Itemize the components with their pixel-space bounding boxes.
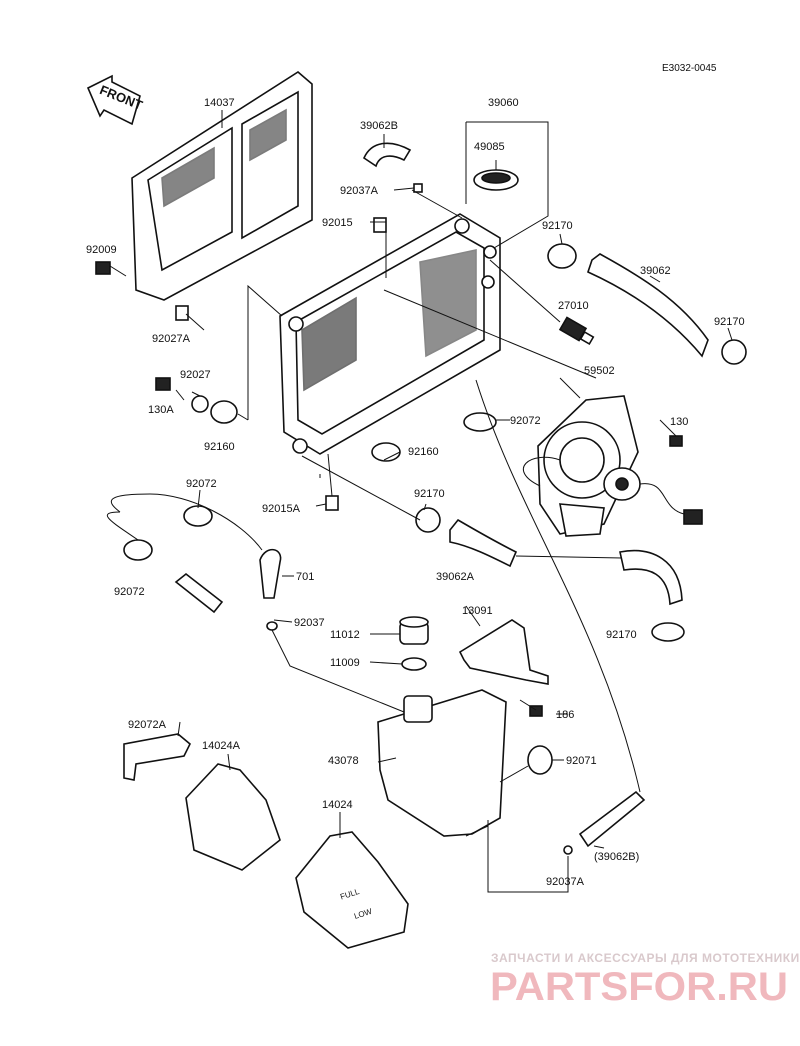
bracket-92015a-part: [325, 495, 339, 511]
hose-39062b-part: [362, 142, 412, 168]
callout-59502: 59502: [584, 365, 615, 377]
callout-13091: 13091: [462, 605, 493, 617]
callout-92009: 92009: [86, 244, 117, 256]
diagram-code: E3032-0045: [662, 63, 717, 74]
callout-11009: 11009: [330, 657, 360, 669]
callout-39062a: 39062A: [436, 571, 475, 583]
hose-elbow-part: [619, 549, 683, 606]
bracket-92015-part: [373, 217, 387, 233]
bolt-130a-part: [155, 377, 171, 391]
gasket-11009-part: [401, 657, 427, 671]
callout-49085: 49085: [474, 141, 505, 153]
radiator-core-part: [279, 213, 501, 455]
hose-39062-part: [587, 253, 709, 358]
cover-14024a-part: [185, 763, 281, 871]
callout-92015a: 92015A: [262, 503, 301, 515]
clamp-92072-a-part: [463, 412, 497, 432]
callout-92170-a: 92170: [542, 220, 573, 232]
reservoir-tank-part: [377, 689, 553, 837]
bracket-92072a-part: [123, 733, 191, 781]
fan-switch-part: [558, 316, 595, 346]
callout-92072-b: 92072: [186, 478, 217, 490]
callout-92160-b: 92160: [408, 446, 439, 458]
clamp-92072-c-part: [123, 539, 153, 561]
clamp-92170-d-part: [651, 622, 685, 642]
tube-part: [174, 572, 224, 614]
watermark-tagline: ЗАПЧАСТИ И АКСЕССУАРЫ ДЛЯ МОТОТЕХНИКИ: [491, 951, 800, 965]
callout-14024a: 14024A: [202, 740, 241, 752]
callout-11012: 11012: [330, 629, 360, 641]
callout-14037: 14037: [204, 97, 235, 109]
callout-92160-a: 92160: [204, 441, 235, 453]
radiator-cap-part: [473, 169, 519, 191]
callout-701: 701: [296, 571, 314, 583]
callout-92071: 92071: [566, 755, 597, 767]
bolt-130-part: [669, 435, 683, 447]
callout-43078: 43078: [328, 755, 359, 767]
hose-39062a-part: [449, 518, 518, 568]
radiator-screen-part: [131, 71, 313, 301]
watermark-logo: PARTSFOR.RU: [490, 965, 788, 1009]
callout-39060: 39060: [488, 97, 519, 109]
callout-39062b: 39062B: [360, 120, 398, 132]
clamp-92170-c-part: [415, 507, 441, 533]
watermark: ЗАПЧАСТИ И АКСЕССУАРЫ ДЛЯ МОТОТЕХНИКИ PA…: [490, 951, 800, 1009]
callout-130a: 130A: [148, 404, 174, 416]
clip-92037a-top-part: [413, 183, 423, 193]
hose-701-part: [259, 548, 282, 599]
callout-92072-a: 92072: [510, 415, 541, 427]
reservoir-cap-part: [399, 616, 429, 645]
callout-39062b-paren: (39062B): [594, 851, 639, 863]
fan-assembly-part: [522, 395, 703, 537]
front-arrow-icon: FRONT: [86, 74, 145, 126]
hose-39062b-lower-part: [578, 790, 646, 848]
grommet-92160-a-part: [210, 400, 238, 424]
callout-92170-d: 92170: [606, 629, 637, 641]
callout-130: 130: [670, 416, 688, 428]
collar-92027-part: [191, 395, 209, 413]
bolt-92009-part: [95, 261, 111, 275]
clamp-92170-b-part: [721, 339, 747, 365]
callout-92037a-bottom: 92037A: [546, 876, 585, 888]
callout-92170-c: 92170: [414, 488, 445, 500]
callout-92027: 92027: [180, 369, 211, 381]
collar-92027a-part: [175, 305, 189, 321]
leader-lines: [106, 110, 733, 893]
callout-92170-b: 92170: [714, 316, 745, 328]
grommet-92160-b-part: [371, 442, 401, 462]
bracket-13091-part: [458, 619, 549, 685]
callout-92027a: 92027A: [152, 333, 191, 345]
callout-14024: 14024: [322, 799, 353, 811]
callout-92072-c: 92072: [114, 586, 145, 598]
callout-92072a: 92072A: [128, 719, 167, 731]
callout-39062: 39062: [640, 265, 671, 277]
clip-92037-part: [266, 621, 278, 631]
part-number-callouts: 14037 39060 39062B 49085 92037A 92015 92…: [86, 97, 745, 888]
callout-92037: 92037: [294, 617, 325, 629]
bolt-186-part: [529, 705, 543, 717]
clip-92037a-bottom-part: [563, 845, 573, 855]
callout-27010: 27010: [558, 300, 589, 312]
clamp-92170-a-part: [547, 243, 577, 269]
clamp-92072-b-part: [183, 505, 213, 527]
reservoir-cover-14024-part: FULL LOW: [295, 831, 409, 949]
callout-186: 186: [556, 709, 574, 721]
callout-92037a-top: 92037A: [340, 185, 379, 197]
callout-92015: 92015: [322, 217, 353, 229]
